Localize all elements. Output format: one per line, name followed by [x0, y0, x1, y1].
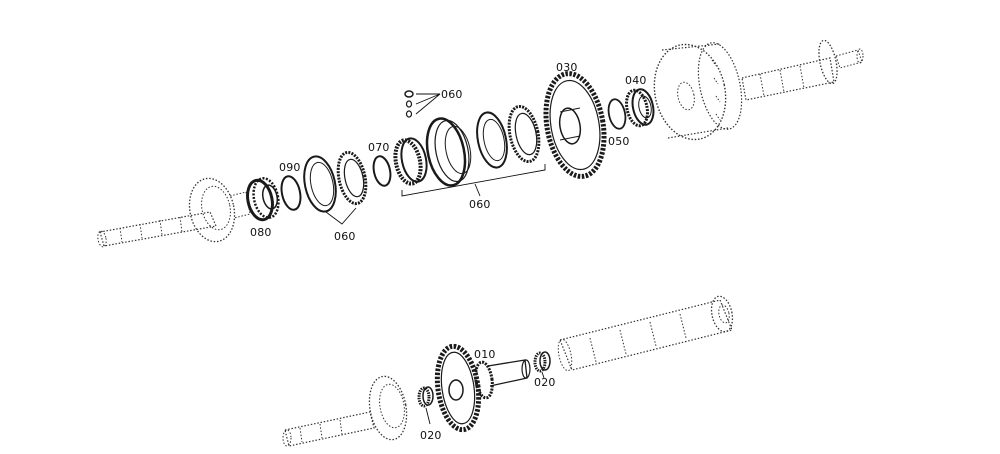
clutch-drum [653, 42, 743, 141]
left-input-shaft [97, 177, 251, 248]
synchronizer-group-060 [393, 104, 541, 187]
right-output-shaft [741, 39, 864, 101]
callout-040: 040 [625, 74, 647, 87]
callout-070: 070 [368, 141, 390, 154]
snap-ring-090 [280, 175, 302, 211]
gear-030 [543, 71, 607, 179]
ring-070 [372, 155, 392, 187]
callout-060-mid: 060 [469, 198, 491, 211]
lower-left-shaft [282, 375, 408, 447]
gear-shaft-010 [434, 343, 531, 433]
callout-020-right: 020 [534, 376, 556, 389]
leader-lines-upper [325, 93, 546, 225]
callout-060-top: 060 [441, 88, 463, 101]
bearing-040 [625, 88, 655, 128]
leader-lines-lower [425, 371, 545, 425]
upper-shaft-assembly: 030 040 050 060 060 060 070 080 090 [97, 39, 864, 248]
detent-parts-060 [404, 90, 414, 118]
callout-060-left: 060 [334, 230, 356, 243]
needle-bearing-020-right [533, 351, 551, 373]
callout-020-left: 020 [420, 429, 442, 442]
callout-050: 050 [608, 135, 630, 148]
ring-050 [607, 98, 627, 130]
lower-right-shaft [557, 295, 734, 372]
lower-shaft-assembly: 010 020 020 [282, 295, 734, 447]
callout-080: 080 [250, 226, 272, 239]
needle-bearing-020-left [417, 386, 434, 408]
callout-090: 090 [279, 161, 301, 174]
ring-pair-060-left [303, 150, 368, 213]
callout-030: 030 [556, 61, 578, 74]
bearing-080 [246, 177, 280, 222]
callout-010: 010 [474, 348, 496, 361]
